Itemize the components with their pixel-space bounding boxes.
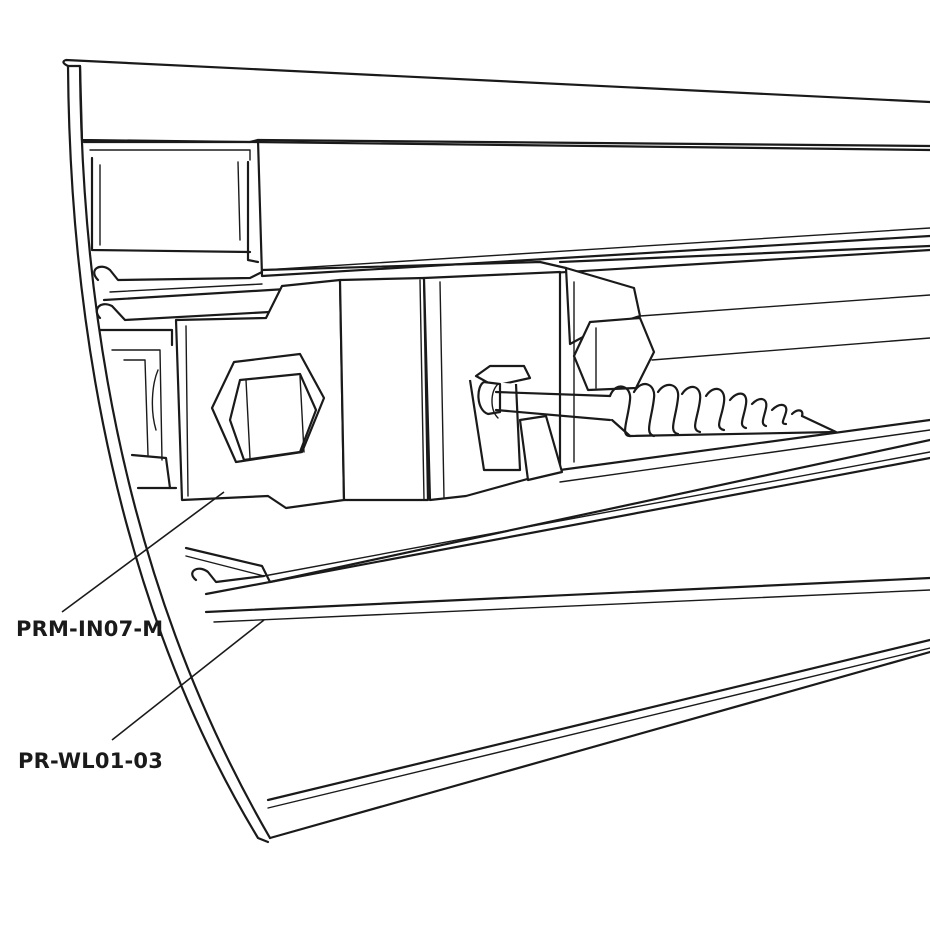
callout-label-profile: PR-WL01-03 (18, 749, 164, 773)
callout-label-bracket: PRM-IN07-M (16, 617, 164, 641)
hex-nut (572, 316, 656, 392)
leader-line-1 (61, 491, 225, 613)
screw-thread (608, 382, 838, 438)
hex-bolt (210, 352, 326, 464)
wall-profile (62, 58, 930, 844)
clip-lips (93, 248, 930, 596)
leader-lines (61, 491, 265, 741)
wood-screw (477, 380, 838, 438)
upper-rail (82, 138, 930, 278)
leader-line-2 (111, 619, 265, 741)
inner-chamber (98, 244, 930, 490)
